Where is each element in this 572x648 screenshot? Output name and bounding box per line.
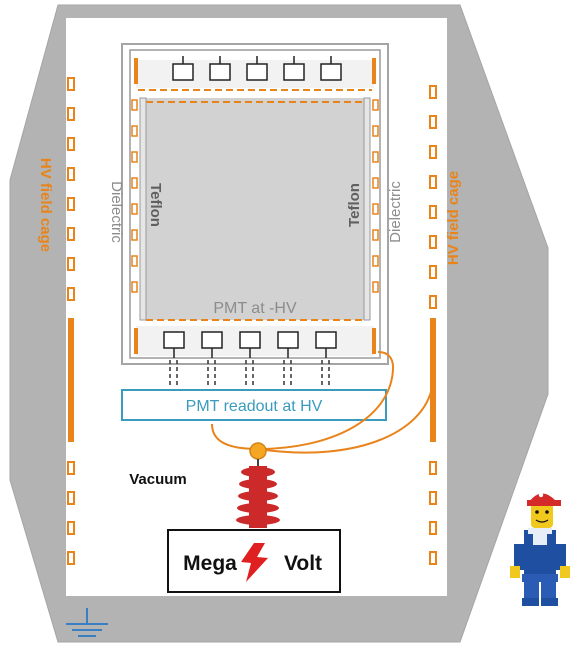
wire-to-field-cage [257,379,434,454]
dielectric-right-label: Dielectric [387,181,404,243]
field-cage-left [67,77,75,565]
teflon-left-label: Teflon [147,183,164,227]
pmt-readout-label: PMT readout at HV [186,398,323,415]
field-cage-left-bar [68,318,74,442]
pmt-signal-lines [169,360,330,388]
wire-to-readout [211,423,259,450]
hv-field-cage-right-label: HV field cage [445,171,462,265]
top-strip-end-left [134,58,138,84]
wire-to-pmts [257,351,395,450]
bottom-strip-end-left [134,328,138,354]
ground-symbol-icon [66,608,108,637]
top-pmt-array [172,56,342,81]
pmt-readout-box [121,389,387,421]
mega-label: Mega [183,552,237,575]
dielectric-left-label: Dielectric [108,181,125,243]
inner-field-rings-right [372,99,379,293]
hv-field-cage-left-label: HV field cage [37,158,54,252]
vacuum-label: Vacuum [129,471,187,488]
bottom-strip-end-right [372,328,376,354]
lego-worker-figure [510,492,570,606]
hv-connector [249,442,267,460]
hv-insulator [236,466,280,528]
lightning-bolt-icon [241,543,268,582]
inner-field-rings-left [131,99,138,293]
teflon-wall-left [139,97,147,321]
bottom-pmt-array [163,331,337,358]
pmt-at-hv-label: PMT at -HV [213,300,297,317]
field-cage-right [429,85,437,565]
teflon-right-label: Teflon [346,183,363,227]
active-volume [146,98,364,320]
volt-label: Volt [284,552,322,575]
teflon-wall-right [363,97,371,321]
top-strip-end-right [372,58,376,84]
